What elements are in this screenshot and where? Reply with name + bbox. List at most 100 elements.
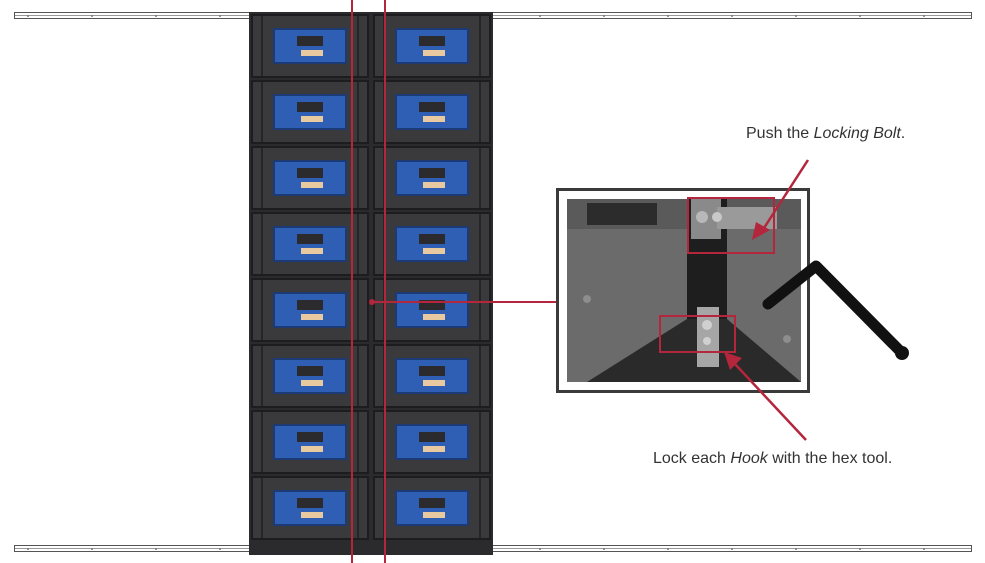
cabinet-module (395, 160, 469, 196)
module-connector (423, 380, 445, 386)
module-connector (423, 314, 445, 320)
alignment-line-left (351, 0, 353, 563)
cabinet-module (273, 358, 347, 394)
locking-bolt-arrowhead (752, 222, 770, 240)
cabinet-rib (357, 16, 359, 76)
cabinet-rib (479, 16, 481, 76)
locking-bolt-text-emphasis: Locking Bolt (813, 125, 901, 142)
module-connector (423, 512, 445, 518)
module-connector (301, 248, 323, 254)
module-notch (297, 168, 323, 178)
module-notch (297, 498, 323, 508)
cabinet-rib (261, 280, 263, 340)
led-cabinet (373, 146, 491, 210)
locking-bolt-instruction: Push the Locking Bolt. (746, 125, 905, 143)
module-notch (297, 300, 323, 310)
led-cabinet-wall (249, 12, 493, 555)
cabinet-rib (479, 346, 481, 406)
led-cabinet (251, 80, 369, 144)
led-cabinet (373, 476, 491, 540)
rail-rivet (539, 548, 541, 550)
rail-rivet (731, 548, 733, 550)
locking-bolt-text-after: . (900, 125, 906, 142)
module-connector (423, 248, 445, 254)
cabinet-rib (479, 478, 481, 538)
cabinet-rib (479, 82, 481, 142)
led-cabinet (373, 278, 491, 342)
led-cabinet (373, 80, 491, 144)
module-notch (419, 366, 445, 376)
hook-text-after: with the hex tool. (767, 450, 893, 467)
led-cabinet (373, 212, 491, 276)
rail-rivet (731, 15, 733, 17)
closeup-illustration (567, 199, 801, 382)
rail-rivet (859, 15, 861, 17)
cabinet-rib (479, 214, 481, 274)
detail-inset (556, 188, 810, 393)
led-cabinet (251, 344, 369, 408)
module-connector (301, 446, 323, 452)
locking-bolt-highlight (687, 197, 775, 254)
cabinet-rib (357, 148, 359, 208)
rail-rivet (603, 15, 605, 17)
hook-text-before: Lock each (653, 450, 731, 467)
module-notch (419, 300, 445, 310)
module-connector (423, 182, 445, 188)
locking-bolt-text-before: Push the (746, 125, 814, 142)
module-notch (297, 234, 323, 244)
rail-rivet (667, 548, 669, 550)
locking-bolt-arrow (762, 159, 810, 229)
rail-rivet (923, 15, 925, 17)
module-connector (301, 380, 323, 386)
led-cabinet (251, 14, 369, 78)
rail-rivet (219, 15, 221, 17)
cabinet-rib (357, 346, 359, 406)
cabinet-rib (261, 412, 263, 472)
cabinet-rib (261, 478, 263, 538)
module-connector (423, 446, 445, 452)
cabinet-module (273, 424, 347, 460)
cabinet-rib (357, 280, 359, 340)
led-cabinet (251, 146, 369, 210)
cabinet-module (273, 28, 347, 64)
rail-rivet (219, 548, 221, 550)
cabinet-rib (261, 346, 263, 406)
cabinet-module (273, 292, 347, 328)
cabinet-rib (357, 412, 359, 472)
module-connector (423, 50, 445, 56)
module-connector (301, 182, 323, 188)
leader-anchor-dot (369, 299, 375, 305)
hex-key-tool-icon (762, 260, 909, 360)
rail-rivet (795, 548, 797, 550)
rail-rivet (91, 15, 93, 17)
rail-rivet (27, 15, 29, 17)
cabinet-module (273, 490, 347, 526)
module-notch (297, 36, 323, 46)
cabinet-module (395, 358, 469, 394)
module-connector (301, 116, 323, 122)
led-cabinet (251, 212, 369, 276)
module-notch (297, 102, 323, 112)
cabinet-module (395, 292, 469, 328)
module-connector (301, 512, 323, 518)
cabinet-rib (357, 478, 359, 538)
rail-rivet (539, 15, 541, 17)
cabinet-rib (261, 82, 263, 142)
module-notch (419, 102, 445, 112)
cabinet-rib (261, 16, 263, 76)
cabinet-module (395, 94, 469, 130)
module-connector (423, 116, 445, 122)
cabinet-rib (357, 82, 359, 142)
led-cabinet (251, 476, 369, 540)
alignment-line-right (384, 0, 386, 563)
cabinet-rib (479, 280, 481, 340)
rail-rivet (859, 548, 861, 550)
rail-rivet (91, 548, 93, 550)
led-cabinet (251, 278, 369, 342)
led-cabinet (251, 410, 369, 474)
cabinet-rib (261, 148, 263, 208)
cabinet-module (395, 424, 469, 460)
rail-rivet (27, 548, 29, 550)
